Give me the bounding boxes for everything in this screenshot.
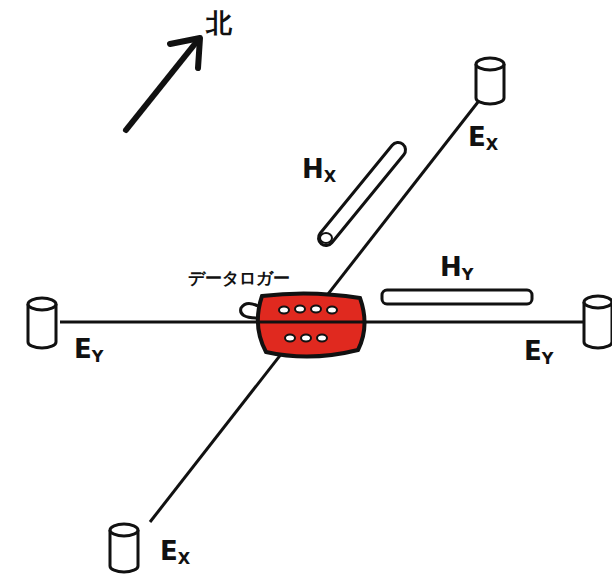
hy-coil bbox=[382, 290, 532, 304]
ey-cable bbox=[60, 321, 584, 324]
north-label: 北 bbox=[206, 10, 232, 36]
data-logger bbox=[241, 293, 366, 356]
electrode bbox=[28, 58, 612, 572]
ex-cable bbox=[150, 102, 478, 522]
north-arrow bbox=[126, 38, 200, 130]
electrode-label: EX bbox=[160, 538, 190, 567]
coil-label: HY bbox=[440, 254, 473, 283]
hx-coil bbox=[320, 150, 398, 243]
logger-label: データロガー bbox=[188, 270, 290, 287]
coil-label: HX bbox=[302, 156, 336, 185]
electrode-label: EY bbox=[524, 338, 553, 367]
electrode-label: EX bbox=[468, 124, 498, 153]
electrode-label: EY bbox=[74, 336, 103, 365]
